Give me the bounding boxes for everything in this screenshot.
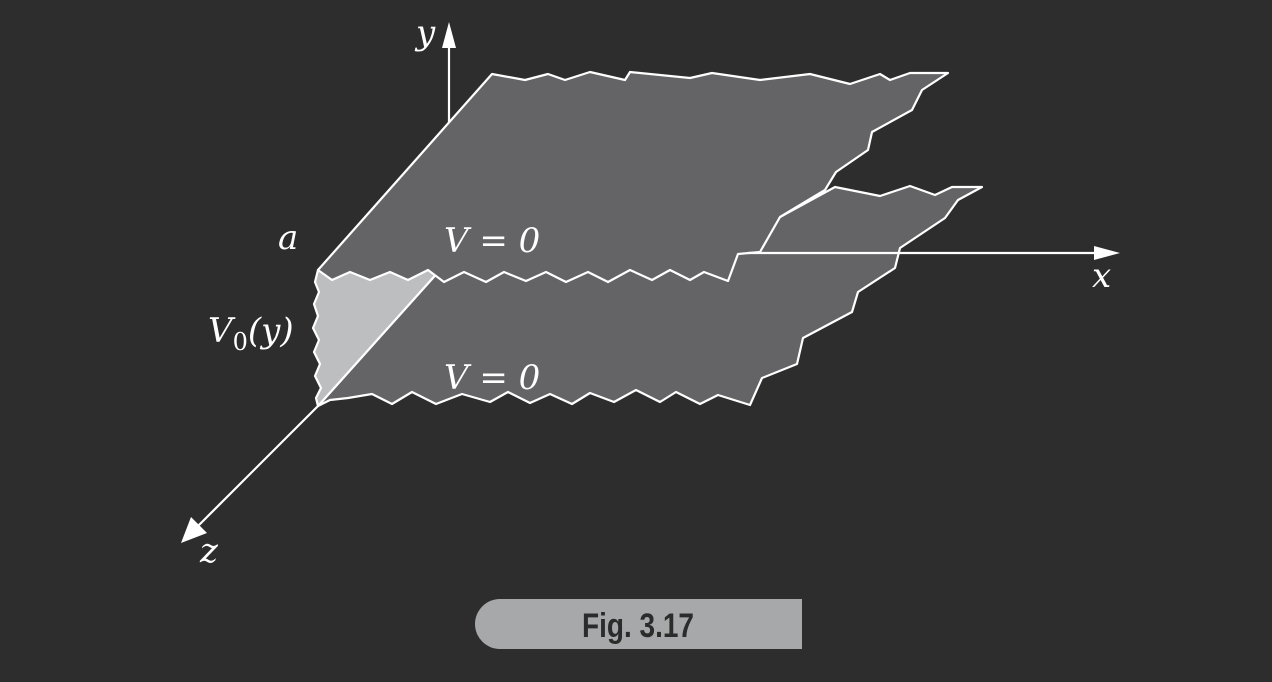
y-axis-label: y bbox=[414, 13, 436, 53]
x-axis-arrowhead bbox=[1094, 246, 1120, 260]
top-plate-potential-label: V = 0 bbox=[444, 221, 540, 261]
x-axis-label: x bbox=[1092, 256, 1111, 296]
z-axis-arrowhead bbox=[181, 517, 207, 543]
plate-separation-label: a bbox=[278, 218, 298, 258]
z-axis-label: z bbox=[199, 531, 219, 571]
top-plate bbox=[316, 70, 950, 284]
caption-badge bbox=[475, 599, 802, 649]
end-face bbox=[311, 268, 442, 408]
y-axis-arrowhead bbox=[442, 22, 456, 48]
z-axis-line bbox=[195, 405, 319, 529]
potential-label: V0(y) bbox=[208, 311, 294, 356]
bottom-plate bbox=[316, 184, 984, 408]
figure-caption: Fig. 3.17 bbox=[582, 607, 694, 645]
bottom-plate-potential-label: V = 0 bbox=[444, 358, 540, 398]
